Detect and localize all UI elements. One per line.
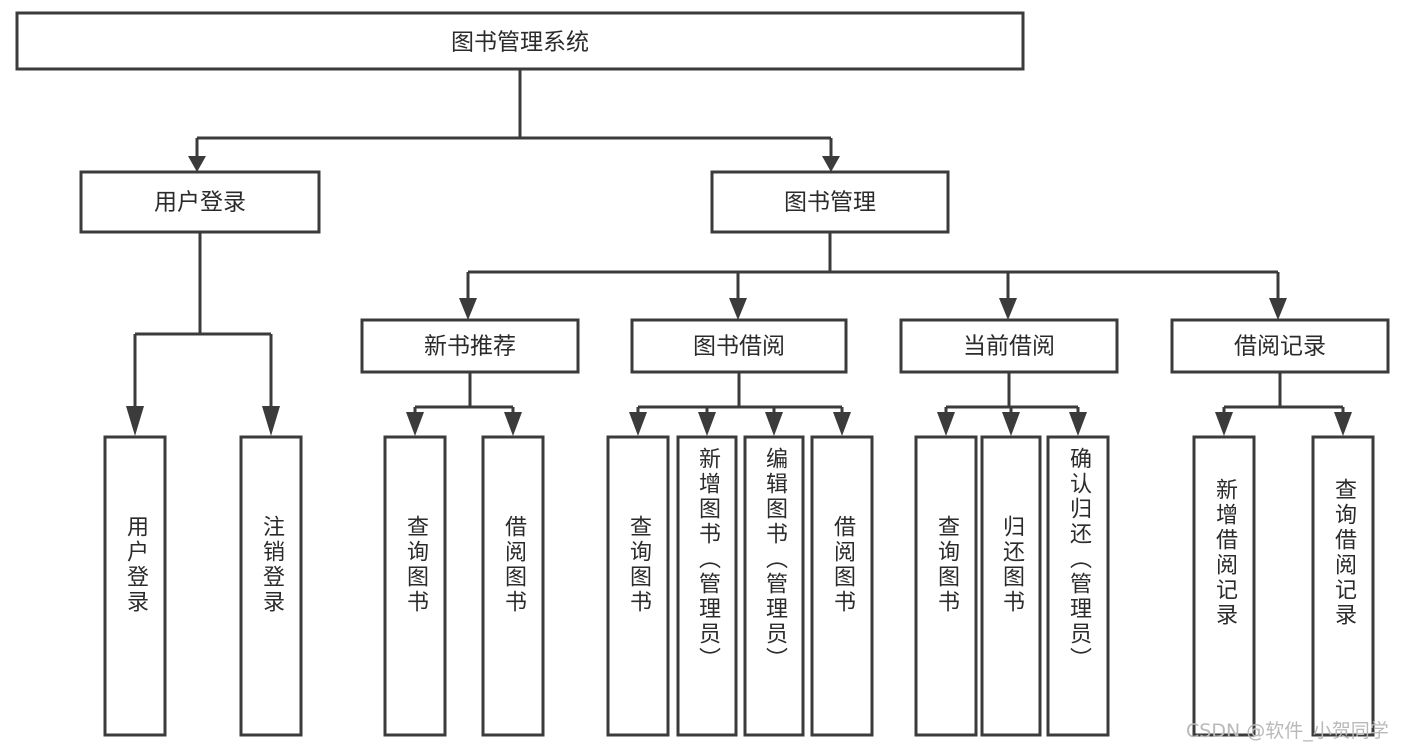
edges-current-borrow-to-leaves [937, 372, 1087, 436]
node-book-borrow[interactable]: 图书借阅 [630, 318, 848, 374]
new-book-recommend-label: 新书推荐 [424, 334, 516, 360]
leaf-box-query-book-nb[interactable] [383, 435, 447, 737]
leaf-box-query-borrow-record[interactable] [1311, 435, 1375, 737]
arrow-leaf-u1 [126, 406, 144, 436]
book-management-box[interactable] [710, 170, 950, 234]
root-box[interactable] [15, 11, 1025, 71]
current-borrow-box[interactable] [899, 318, 1119, 374]
leaf-box-edit-book-admin[interactable] [743, 435, 805, 737]
leaf-box-confirm-return-admin[interactable] [1046, 435, 1110, 737]
leaf-box-borrow-book-nb[interactable] [481, 435, 545, 737]
root-label: 图书管理系统 [451, 30, 589, 56]
arrow-new-book [459, 298, 477, 320]
arrow-leaf-b3 [765, 412, 783, 436]
edges-book-mgmt-to-level3 [459, 232, 1287, 320]
arrow-leaf-n1 [406, 412, 424, 436]
arrow-user-login [188, 156, 206, 172]
arrow-leaf-c1 [937, 412, 955, 436]
edges-book-borrow-to-leaves [629, 372, 851, 436]
leaf-box-logout[interactable] [239, 435, 303, 737]
node-borrow-record[interactable]: 借阅记录 [1170, 318, 1390, 374]
leaf-box-return-book[interactable] [980, 435, 1042, 737]
arrow-book-mgmt [822, 156, 840, 172]
arrow-book-borrow [729, 298, 747, 320]
borrow-record-label: 借阅记录 [1234, 334, 1326, 360]
arrow-leaf-c2 [1002, 412, 1020, 436]
user-login-label: 用户登录 [154, 190, 246, 216]
arrow-leaf-b1 [629, 412, 647, 436]
csdn-watermark: CSDN @软件_小贺同学 [1186, 720, 1389, 742]
leaf-box-query-book-bb[interactable] [606, 435, 670, 737]
edges-new-book-to-leaves [406, 372, 522, 436]
edges-user-login-to-leaves [126, 232, 280, 436]
arrow-leaf-r2 [1334, 412, 1352, 436]
node-user-login[interactable]: 用户登录 [79, 170, 321, 234]
arrow-leaf-n2 [504, 412, 522, 436]
book-management-label: 图书管理 [784, 190, 876, 216]
leaf-box-add-borrow-record[interactable] [1192, 435, 1256, 737]
arrow-leaf-u2 [262, 406, 280, 436]
node-current-borrow[interactable]: 当前借阅 [899, 318, 1119, 374]
new-book-recommend-box[interactable] [360, 318, 580, 374]
arrow-leaf-b4 [833, 412, 851, 436]
edges-root-to-level2 [188, 69, 840, 172]
current-borrow-label: 当前借阅 [963, 334, 1055, 360]
arrow-current-borrow [999, 298, 1017, 320]
book-borrow-box[interactable] [630, 318, 848, 374]
node-root[interactable]: 图书管理系统 [15, 11, 1025, 71]
borrow-record-box[interactable] [1170, 318, 1390, 374]
node-book-management[interactable]: 图书管理 [710, 170, 950, 234]
leaf-box-query-book-cb[interactable] [914, 435, 978, 737]
leaf-box-user-login[interactable] [103, 435, 167, 737]
arrow-leaf-r1 [1215, 412, 1233, 436]
edges-borrow-record-to-leaves [1215, 372, 1352, 436]
arrow-leaf-c3 [1069, 412, 1087, 436]
arrow-borrow-record [1269, 298, 1287, 320]
leaf-box-borrow-book-bb[interactable] [810, 435, 874, 737]
book-borrow-label: 图书借阅 [693, 334, 785, 360]
node-new-book-recommend[interactable]: 新书推荐 [360, 318, 580, 374]
leaf-box-add-book-admin[interactable] [676, 435, 738, 737]
arrow-leaf-b2 [698, 412, 716, 436]
